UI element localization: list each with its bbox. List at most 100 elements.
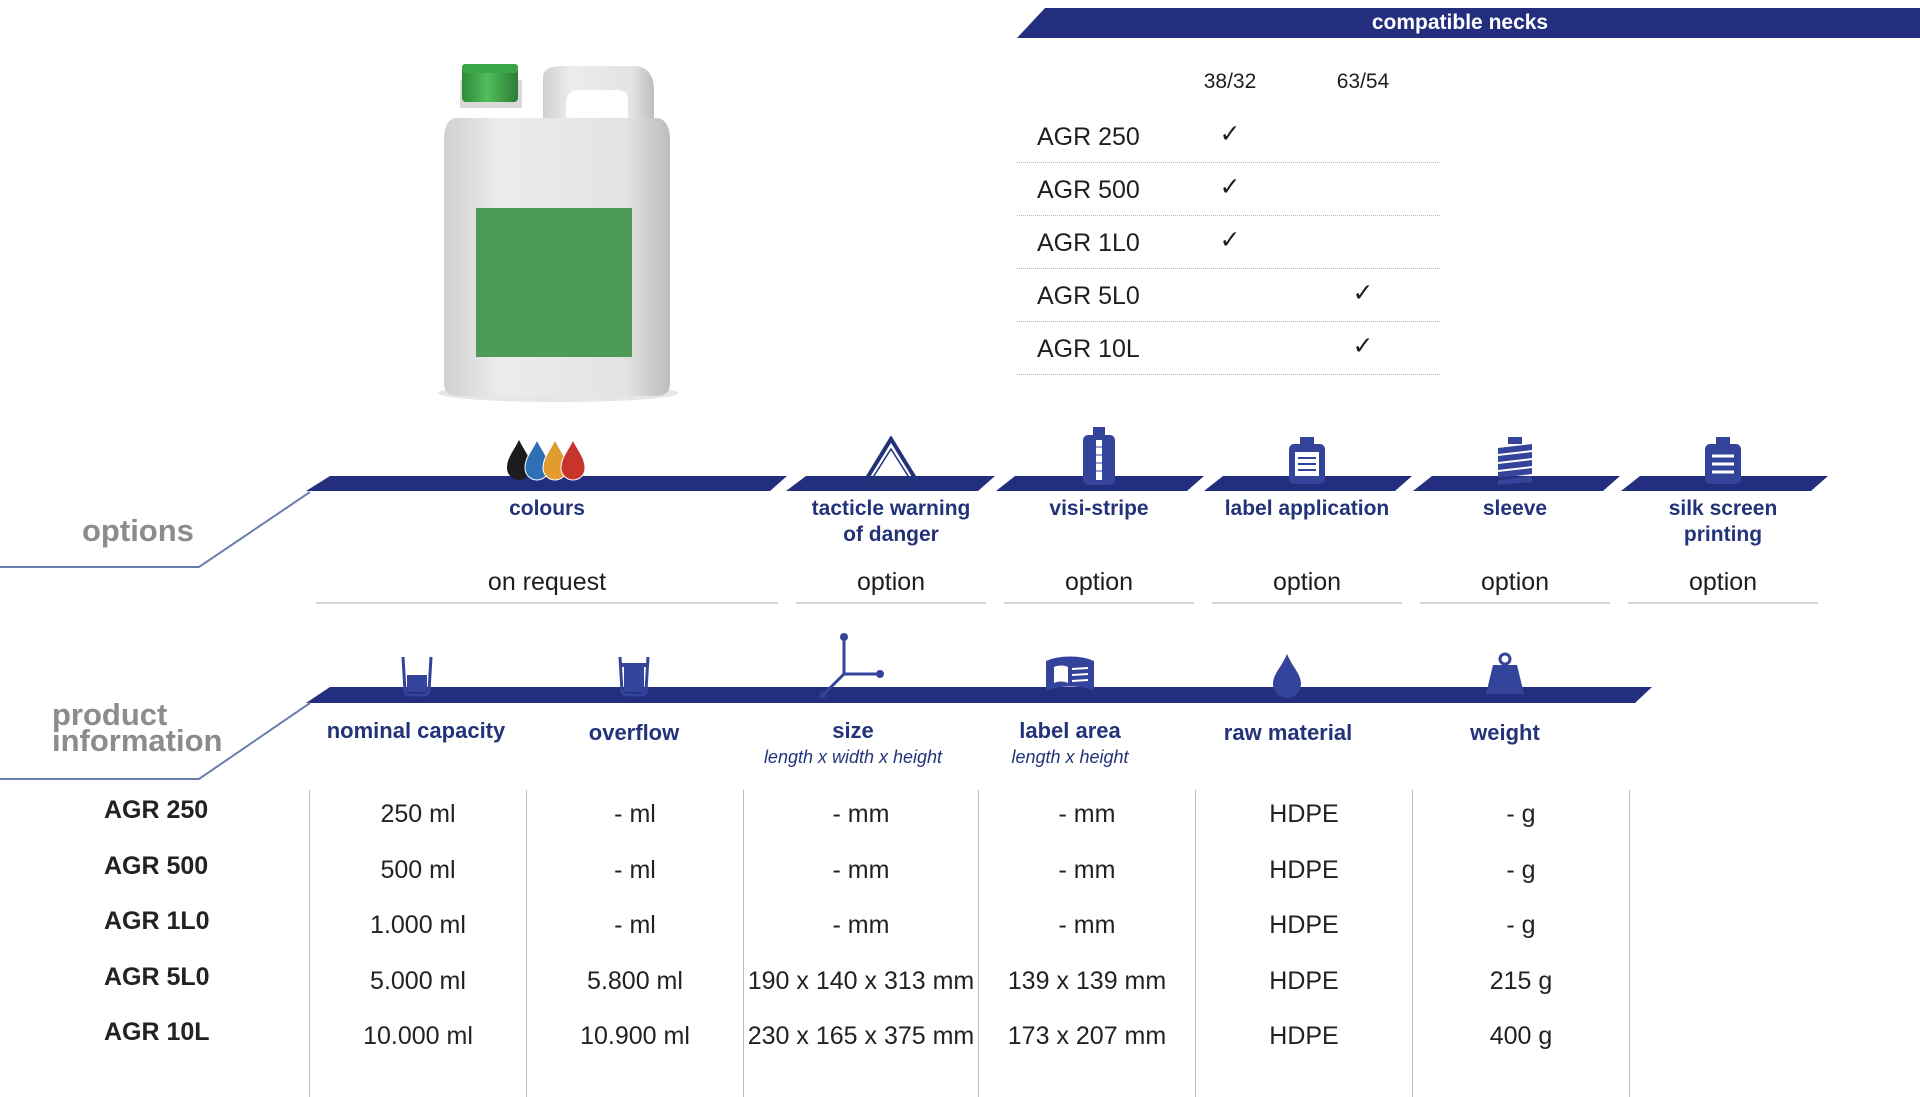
product-cell: HDPE [1269,800,1339,828]
label-area-icon [1046,656,1094,691]
neck-column-38-32: 38/32 [1203,70,1257,93]
product-cell: - mm [832,856,890,884]
option-title: visi-stripe [1049,497,1149,520]
column-divider [1629,790,1630,1097]
option-title: silk screen printing [1668,497,1778,546]
product-cell: - mm [1058,856,1116,884]
product-cell: HDPE [1269,967,1339,995]
neck-row-name: AGR 1L0 [1037,229,1140,257]
option-value: option [1480,568,1550,596]
divider [1212,602,1402,604]
neck-row: AGR 10L ✓ [1017,321,1440,375]
drop-icon [1273,654,1301,698]
warning-triangle-icon [861,436,921,485]
product-cell: - g [1506,800,1536,828]
product-cell: 190 x 140 x 313 mm [747,967,975,995]
divider [1004,602,1194,604]
col-header-size: size length x width x height [742,718,964,768]
neck-column-63-54: 63/54 [1336,70,1390,93]
col-header-raw-material: raw material [1178,720,1398,746]
sleeve-bottle-icon [1498,437,1532,485]
compatible-necks-title: compatible necks [1371,11,1549,34]
neck-row-name: AGR 250 [1037,123,1140,151]
neck-row: AGR 250 ✓ [1017,109,1440,163]
col-title: overflow [588,720,680,745]
product-cell: 1.000 ml [370,911,466,939]
full-beaker-icon [618,656,650,697]
product-cell: - mm [1058,911,1116,939]
column-divider [978,790,979,1097]
col-header-weight: weight [1396,720,1614,746]
product-cell: HDPE [1269,1022,1339,1050]
col-title: size [832,718,874,743]
product-row-name: AGR 250 [104,796,209,824]
product-info-label-line1: product [52,697,168,732]
neck-row: AGR 1L0 ✓ [1017,215,1440,269]
product-cell: HDPE [1269,856,1339,884]
column-divider [743,790,744,1097]
col-header-nominal-capacity: nominal capacity [306,718,526,744]
silk-screen-bottle-icon [1705,437,1741,484]
neck-row-name: AGR 10L [1037,335,1140,363]
product-cell: 5.800 ml [587,967,683,995]
weight-icon [1486,652,1524,694]
product-row-name: AGR 10L [104,1018,210,1046]
label-bottle-icon [1289,437,1325,484]
check-icon: ✓ [1352,279,1374,307]
col-title: label area [1019,718,1121,743]
product-cell: 250 ml [380,800,456,828]
option-value: option [1064,568,1134,596]
option-value: on request [487,568,607,596]
options-section-label: options [82,513,194,548]
col-title: weight [1470,720,1540,745]
product-cell: - ml [614,856,656,884]
product-info-label-line2: information [52,723,223,758]
divider [796,602,986,604]
col-subtitle: length x height [1011,747,1129,767]
visi-stripe-bottle-icon [1083,427,1115,485]
product-row-name: AGR 5L0 [104,963,210,991]
col-title: raw material [1223,720,1353,745]
product-cell: - ml [614,911,656,939]
option-title: sleeve [1482,497,1548,520]
ink-drops-icon [507,438,586,481]
product-cell: 10.900 ml [580,1022,690,1050]
product-cell: 400 g [1489,1022,1553,1050]
product-cell: 500 ml [380,856,456,884]
option-value: option [1272,568,1342,596]
option-value: option [856,568,926,596]
product-cell: 230 x 165 x 375 mm [747,1022,975,1050]
product-cell: 173 x 207 mm [1007,1022,1167,1050]
neck-row: AGR 500 ✓ [1017,162,1440,216]
column-divider [526,790,527,1097]
product-row-name: AGR 1L0 [104,907,210,935]
option-title: label application [1224,497,1390,520]
column-divider [1412,790,1413,1097]
option-value: option [1688,568,1758,596]
product-cell: 10.000 ml [363,1022,473,1050]
col-title: nominal capacity [326,718,506,743]
product-cell: - mm [832,911,890,939]
column-divider [1195,790,1196,1097]
product-cell: 215 g [1489,967,1553,995]
col-subtitle: length x width x height [763,747,943,767]
product-cell: - g [1506,856,1536,884]
col-header-overflow: overflow [525,720,743,746]
check-icon: ✓ [1219,173,1241,201]
product-row-name: AGR 500 [104,852,209,880]
product-cell: 5.000 ml [370,967,466,995]
neck-row-name: AGR 5L0 [1037,282,1140,310]
product-cell: - mm [1058,800,1116,828]
divider [1628,602,1818,604]
neck-row: AGR 5L0 ✓ [1017,268,1440,322]
check-icon: ✓ [1352,332,1374,360]
jerrycan-image [438,64,678,402]
check-icon: ✓ [1219,120,1241,148]
divider [316,602,778,604]
col-header-label-area: label area length x height [960,718,1180,768]
neck-row-name: AGR 500 [1037,176,1140,204]
check-icon: ✓ [1219,226,1241,254]
product-cell: - mm [832,800,890,828]
divider [1420,602,1610,604]
product-cell: HDPE [1269,911,1339,939]
